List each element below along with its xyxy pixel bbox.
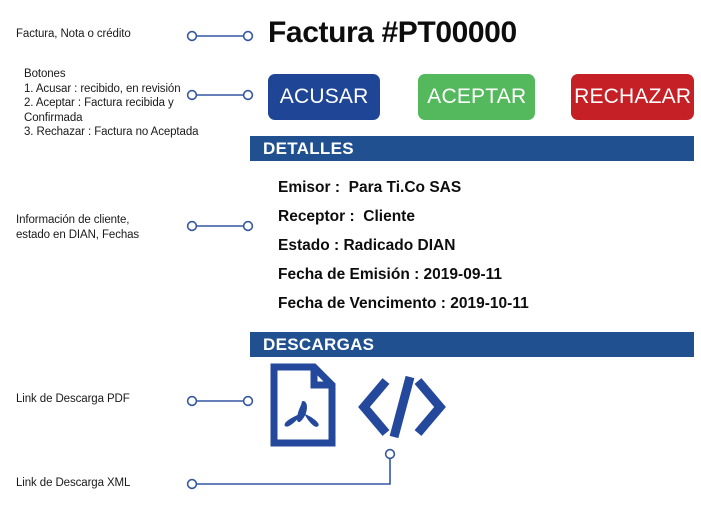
connector-link-xml xyxy=(186,448,396,490)
page-title: Factura #PT00000 xyxy=(268,16,517,49)
action-button-row: ACUSAR ACEPTAR RECHAZAR xyxy=(268,74,694,120)
annotation-link-xml: Link de Descarga XML xyxy=(16,477,131,489)
annotation-tipo-documento: Factura, Nota o crédito xyxy=(16,28,131,40)
pdf-file-icon[interactable] xyxy=(270,363,336,452)
connector-informacion-cliente xyxy=(186,220,254,232)
detalle-receptor: Receptor : Cliente xyxy=(278,208,415,225)
connector-link-pdf xyxy=(186,395,254,407)
detalle-estado: Estado : Radicado DIAN xyxy=(278,237,456,254)
annotation-informacion-cliente: Información de cliente, estado en DIAN, … xyxy=(16,214,140,241)
connector-tipo-documento xyxy=(186,30,254,42)
section-header-detalles: DETALLES xyxy=(250,136,694,161)
detalle-fecha-vencimiento: Fecha de Vencimento : 2019-10-11 xyxy=(278,295,529,312)
aceptar-button[interactable]: ACEPTAR xyxy=(418,74,536,120)
section-header-descargas: DESCARGAS xyxy=(250,332,694,357)
rechazar-button[interactable]: RECHAZAR xyxy=(571,74,694,120)
detalle-fecha-emision: Fecha de Emisión : 2019-09-11 xyxy=(278,266,502,283)
annotation-link-pdf: Link de Descarga PDF xyxy=(16,393,130,405)
annotation-botones: Botones 1. Acusar : recibido, en revisió… xyxy=(24,68,199,138)
code-xml-icon[interactable] xyxy=(358,373,446,446)
acusar-button[interactable]: ACUSAR xyxy=(268,74,381,120)
connector-botones xyxy=(186,89,254,101)
detalle-emisor: Emisor : Para Ti.Co SAS xyxy=(278,179,462,196)
detalles-list: Emisor : Para Ti.Co SAS Receptor : Clien… xyxy=(278,173,688,318)
